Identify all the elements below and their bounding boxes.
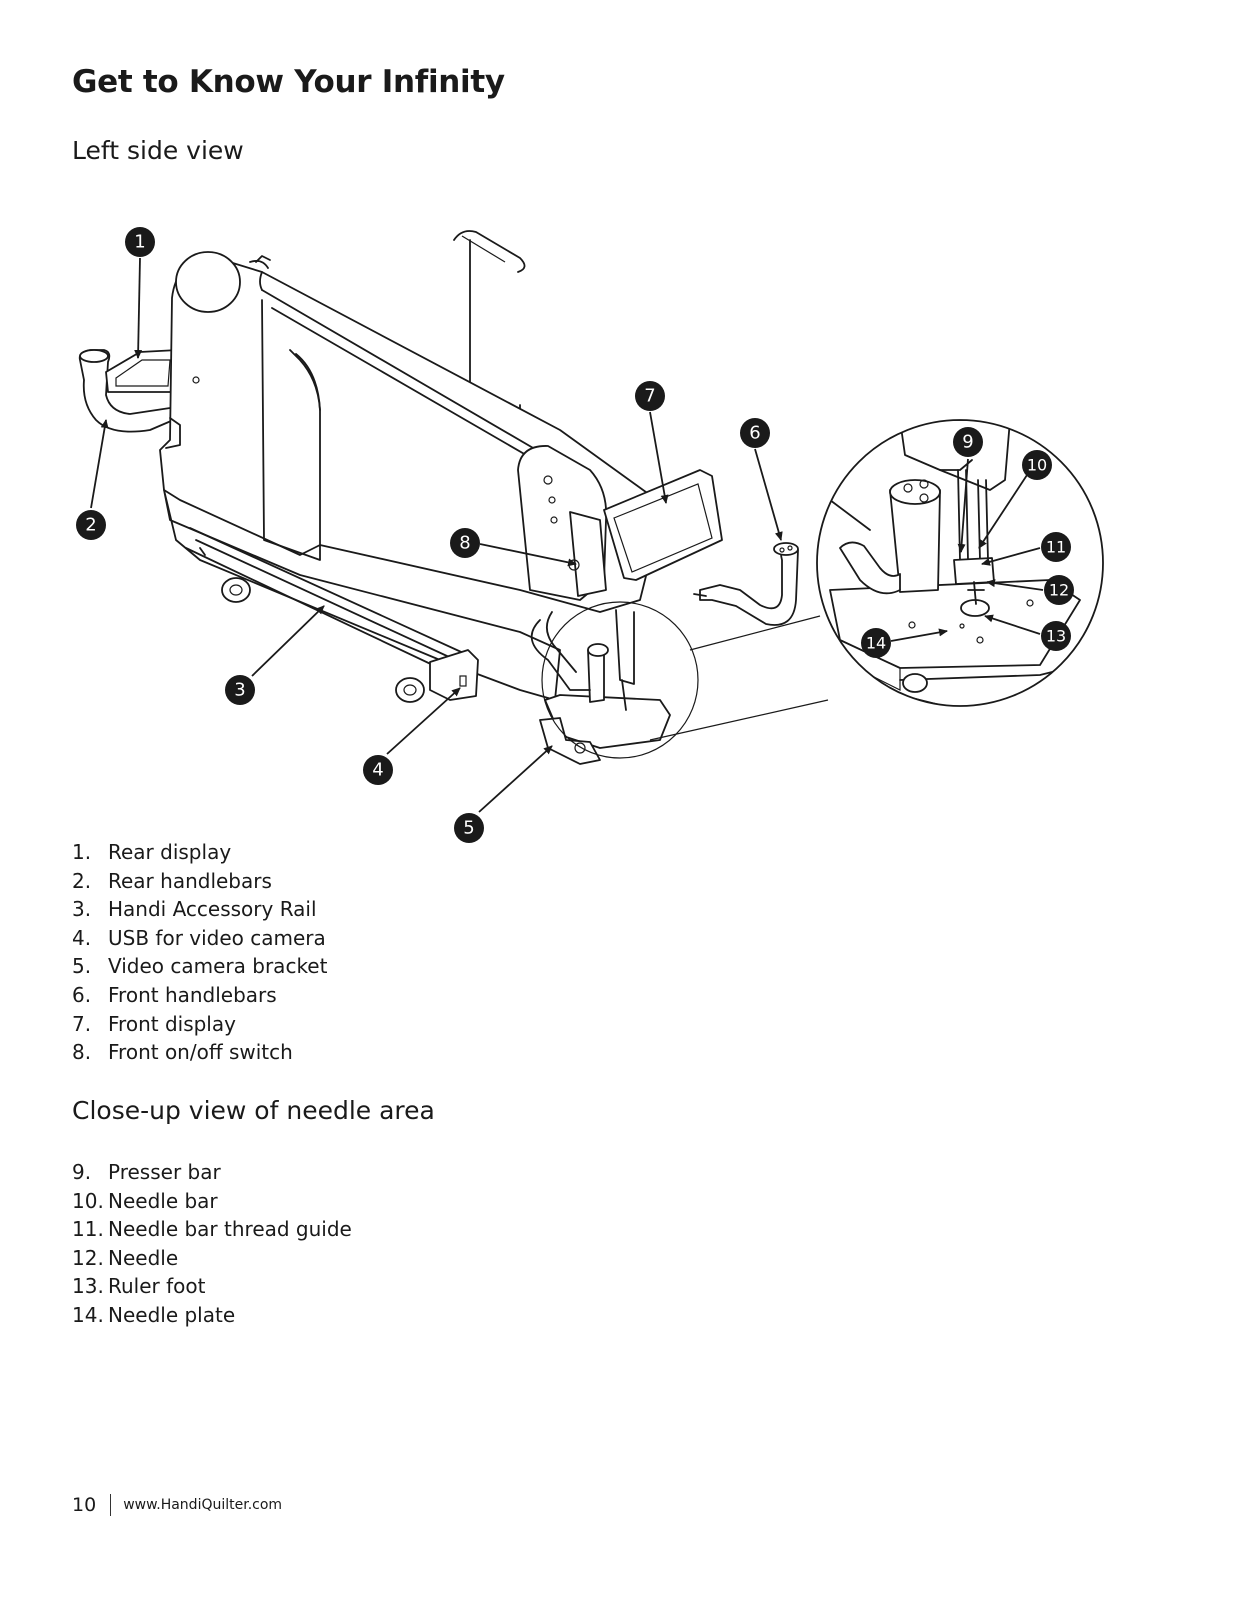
callout-14: 14 bbox=[861, 628, 891, 658]
svg-text:4: 4 bbox=[372, 760, 383, 781]
machine-drawing bbox=[78, 230, 829, 765]
footer-divider bbox=[110, 1494, 112, 1516]
legend-item: 14.Needle plate bbox=[72, 1302, 236, 1327]
svg-text:10: 10 bbox=[1027, 456, 1047, 475]
section-heading-left-side-view: Left side view bbox=[72, 136, 244, 165]
svg-text:12: 12 bbox=[1049, 581, 1069, 600]
callout-3: 3 bbox=[225, 675, 255, 705]
legend-item: 6.Front handlebars bbox=[72, 982, 277, 1007]
legend-item: 1.Rear display bbox=[72, 840, 232, 864]
legend-closeup: 9.Presser bar 10.Needle bar 11.Needle ba… bbox=[72, 1158, 352, 1330]
legend-item: 11.Needle bar thread guide bbox=[72, 1217, 352, 1242]
page-title: Get to Know Your Infinity bbox=[72, 64, 505, 100]
callout-1: 1 bbox=[125, 227, 155, 257]
legend-item: 4.USB for video camera bbox=[72, 925, 326, 950]
website-link[interactable]: www.HandiQuilter.com bbox=[123, 1497, 283, 1513]
callout-9: 9 bbox=[953, 427, 983, 457]
svg-text:11: 11 bbox=[1046, 538, 1066, 557]
page-number: 10 bbox=[72, 1494, 97, 1516]
legend-item: 13.Ruler foot bbox=[72, 1274, 206, 1299]
legend-item: 3.Handi Accessory Rail bbox=[72, 897, 317, 922]
svg-text:8: 8 bbox=[459, 533, 470, 554]
svg-text:13: 13 bbox=[1046, 627, 1066, 646]
callout-2: 2 bbox=[76, 510, 106, 540]
svg-text:9: 9 bbox=[962, 432, 973, 453]
callout-11: 11 bbox=[1041, 532, 1071, 562]
page-footer: 10 www.HandiQuilter.com bbox=[72, 1494, 282, 1516]
legend-item: 10.Needle bar bbox=[72, 1188, 218, 1213]
legend-item: 8.Front on/off switch bbox=[72, 1040, 293, 1065]
svg-text:2: 2 bbox=[85, 515, 96, 536]
callout-7: 7 bbox=[635, 381, 665, 411]
callout-arrows bbox=[90, 257, 1044, 813]
section-heading-closeup: Close-up view of needle area bbox=[72, 1096, 435, 1125]
legend-left-side-view: 1.Rear display 2.Rear handlebars 3.Handi… bbox=[72, 838, 327, 1067]
callout-8: 8 bbox=[450, 528, 480, 558]
legend-item: 5.Video camera bracket bbox=[72, 954, 328, 979]
legend-item: 12.Needle bbox=[72, 1245, 179, 1270]
svg-text:7: 7 bbox=[644, 386, 655, 407]
legend-item: 2.Rear handlebars bbox=[72, 868, 272, 893]
callout-5: 5 bbox=[454, 813, 484, 843]
callout-4: 4 bbox=[363, 755, 393, 785]
callout-13: 13 bbox=[1041, 621, 1071, 651]
callout-12: 12 bbox=[1044, 575, 1074, 605]
callout-6: 6 bbox=[740, 418, 770, 448]
closeup-drawing bbox=[816, 419, 1104, 707]
legend-item: 9.Presser bar bbox=[72, 1160, 221, 1184]
legend-item: 7.Front display bbox=[72, 1011, 236, 1036]
svg-text:6: 6 bbox=[749, 423, 760, 444]
svg-text:14: 14 bbox=[866, 634, 886, 653]
callout-10: 10 bbox=[1022, 450, 1052, 480]
svg-text:3: 3 bbox=[234, 680, 245, 701]
svg-text:1: 1 bbox=[134, 232, 145, 253]
svg-text:5: 5 bbox=[463, 818, 474, 839]
